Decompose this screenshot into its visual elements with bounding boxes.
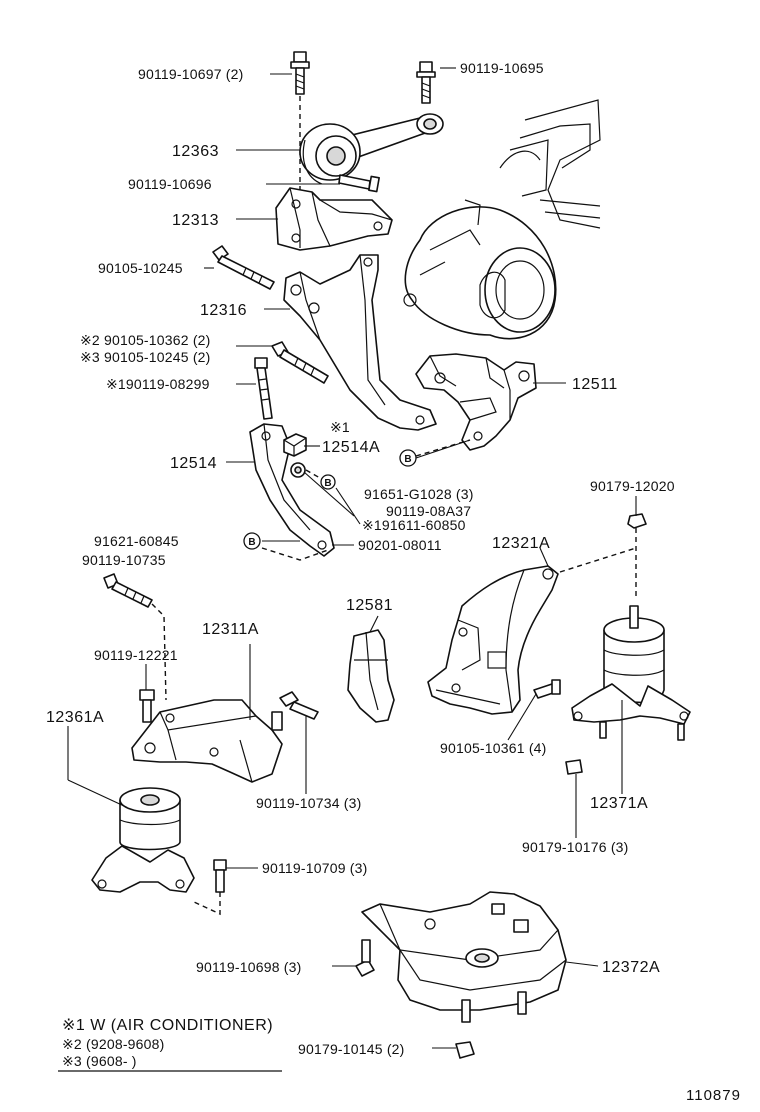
label-12321A: 12321A — [492, 535, 550, 552]
svg-text:B: B — [324, 478, 331, 489]
engine-outline — [403, 99, 601, 340]
label-90201-08011: 90201-08011 — [358, 537, 442, 553]
figure-number: 110879 — [686, 1087, 741, 1104]
part-12371A-mount — [571, 605, 691, 741]
svg-text:B: B — [404, 454, 411, 465]
b-marker-3: B — [243, 532, 261, 550]
label-90105-10245-b: ※3 90105-10245 (2) — [80, 349, 211, 365]
label-90179-10145: 90179-10145 (2) — [298, 1041, 405, 1057]
part-12581-cover — [347, 629, 395, 723]
label-90119-10696: 90119-10696 — [128, 176, 212, 192]
legend: ※1 W (AIR CONDITIONER) ※2 (9208-9608) ※3… — [58, 1017, 282, 1072]
label-12511: 12511 — [572, 376, 618, 393]
label-12514: 12514 — [170, 455, 217, 472]
part-12311A-bracket — [131, 699, 283, 783]
label-91651-G1028: 91651-G1028 (3) — [364, 486, 474, 502]
label-90119-10697: 90119-10697 (2) — [138, 66, 243, 82]
label-90119-10735: 90119-10735 — [82, 552, 166, 568]
label-90105-10245: 90105-10245 — [98, 260, 183, 276]
label-90105-10362: ※2 90105-10362 (2) — [80, 332, 211, 348]
bolt-90119-10695 — [416, 61, 436, 104]
bolt-90119-08299 — [254, 357, 273, 420]
label-90119-10709: 90119-10709 (3) — [262, 860, 367, 876]
label-12316: 12316 — [200, 302, 247, 319]
label-90119-12221: 90119-12221 — [94, 647, 178, 663]
label-90119-10698: 90119-10698 (3) — [196, 959, 301, 975]
label-90105-10361: 90105-10361 (4) — [440, 740, 547, 756]
label-91621-60845: 91621-60845 — [94, 533, 179, 549]
part-12514-bracket — [249, 423, 335, 557]
b-marker-2: B — [320, 474, 336, 490]
label-12313: 12313 — [172, 212, 219, 229]
label-12361A: 12361A — [46, 709, 104, 726]
label-90119-10734: 90119-10734 (3) — [256, 795, 361, 811]
part-12313-bracket — [275, 187, 393, 251]
leader-lines — [67, 67, 637, 1049]
label-12372A: 12372A — [602, 959, 660, 976]
b-marker-1: B — [399, 449, 417, 467]
part-12514A-block — [283, 433, 307, 457]
dash-b3 — [261, 547, 329, 561]
part-12361A-mount — [91, 787, 195, 893]
label-90179-12020: 90179-12020 — [590, 478, 675, 494]
label-12363: 12363 — [172, 143, 219, 160]
part-12372A-mount — [361, 891, 567, 1023]
nut-90201-08011 — [290, 462, 306, 478]
legend-line-2: ※2 (9208-9608) — [62, 1036, 164, 1052]
legend-line-3: ※3 (9608- ) — [62, 1053, 137, 1069]
label-90179-10176: 90179-10176 (3) — [522, 839, 629, 855]
part-12363-torque-rod — [299, 113, 444, 185]
bolt-90105-10362 — [271, 341, 329, 384]
part-12316-bracket — [283, 254, 437, 431]
label-12371A: 12371A — [590, 795, 648, 812]
label-12581: 12581 — [346, 597, 393, 614]
part-12321A-bracket — [427, 565, 559, 715]
bolt-90119-10696 — [338, 174, 380, 193]
bolt-90119-10709 — [193, 859, 227, 916]
label-12311A: 12311A — [202, 621, 259, 638]
bolt-90119-10698 — [355, 939, 375, 977]
label-91611-60850: ※191611-60850 — [362, 517, 466, 533]
bolt-90119-12221 — [139, 689, 155, 723]
nut-90179-10176 — [565, 759, 583, 775]
nut-90179-10145 — [455, 1041, 475, 1059]
dash-12321A — [559, 547, 637, 573]
label-90119-08A37: 90119-08A37 — [386, 503, 471, 519]
bolt-90119-10735 — [103, 573, 167, 701]
part-12511-bracket — [415, 353, 537, 451]
nut-90179-12020 — [627, 513, 647, 529]
bolt-90119-10734 — [271, 691, 319, 731]
svg-text:B: B — [248, 537, 255, 548]
label-12514A: 12514A — [322, 439, 380, 456]
bolt-90105-10361 — [533, 679, 561, 699]
dash-b2 — [305, 469, 321, 479]
legend-line-1: ※1 W (AIR CONDITIONER) — [62, 1017, 273, 1034]
label-90119-08299: ※190119-08299 — [106, 376, 210, 392]
bolt-90105-10245 — [212, 245, 275, 290]
label-note-1: ※1 — [330, 419, 350, 435]
label-90119-10695: 90119-10695 — [460, 60, 544, 76]
